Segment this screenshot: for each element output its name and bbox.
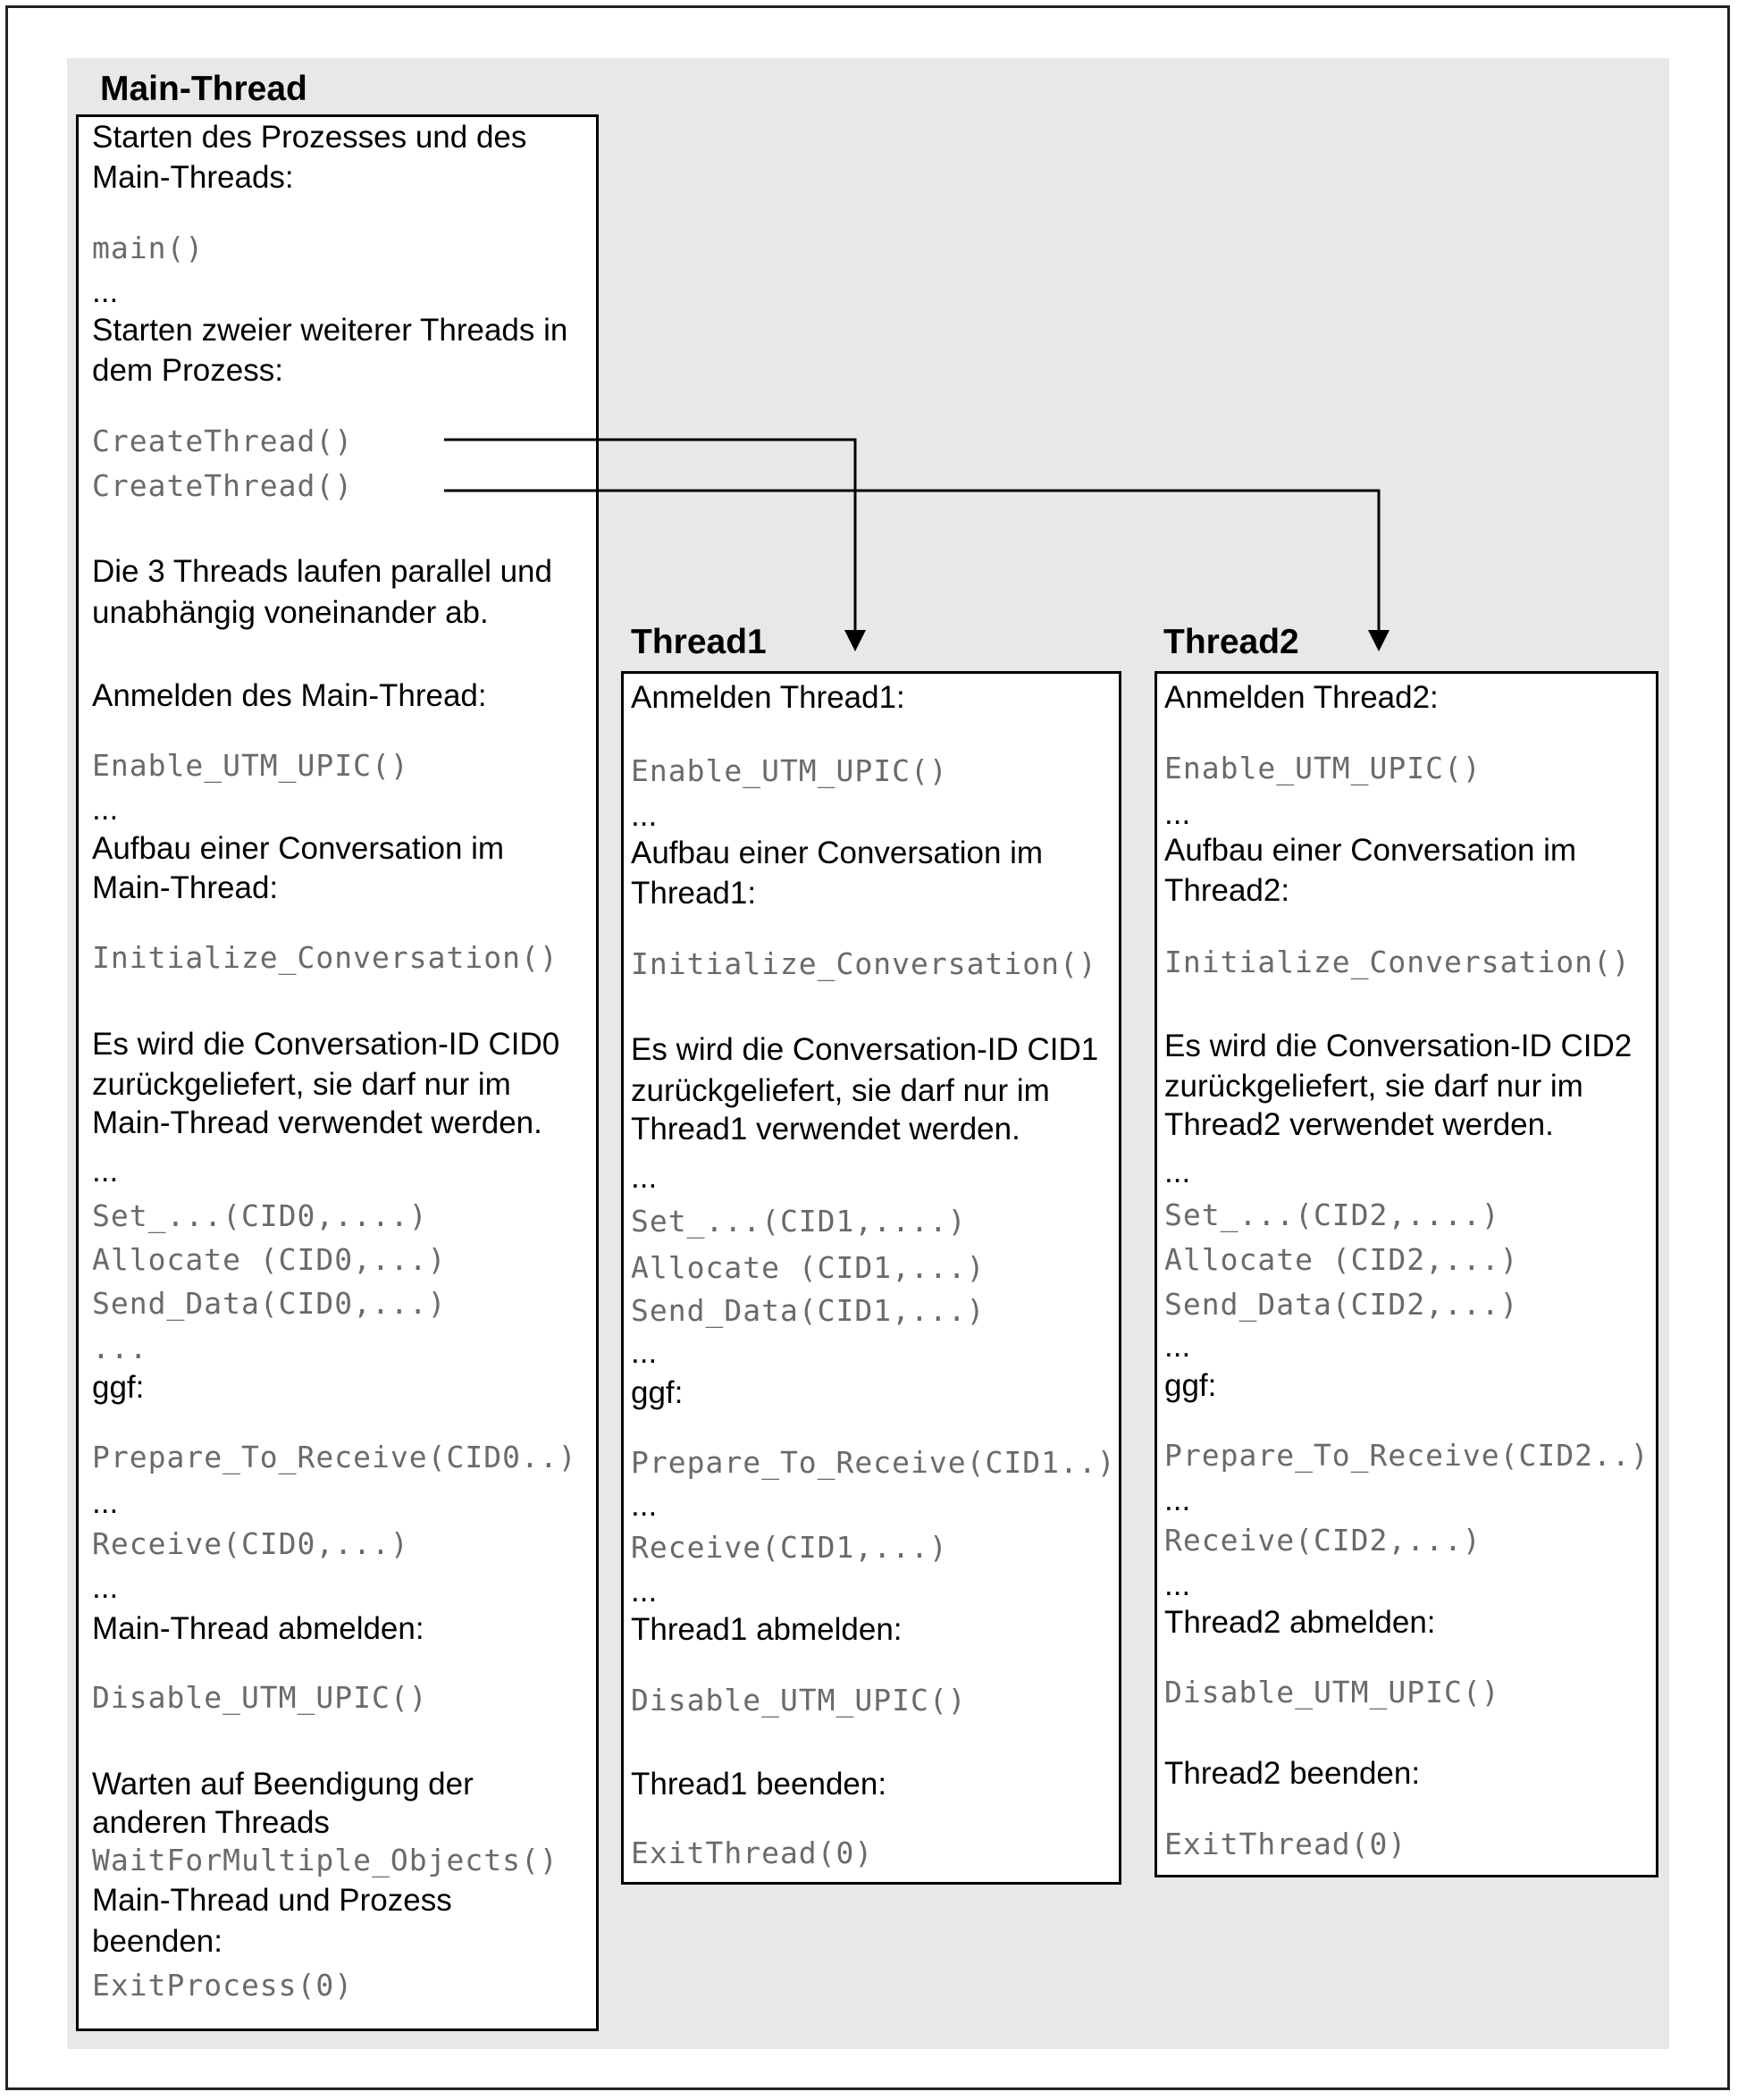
code-line: Disable_UTM_UPIC() <box>631 1683 967 1718</box>
code-line: Initialize_Conversation() <box>92 940 558 975</box>
text-line: ... <box>1164 1329 1191 1364</box>
text-line: ... <box>631 1160 658 1195</box>
text-line: ggf: <box>92 1370 145 1405</box>
text-line: Aufbau einer Conversation im <box>631 836 1044 870</box>
connector-to-thread1 <box>444 438 857 630</box>
text-line: Starten des Prozesses und des <box>92 120 527 155</box>
code-line: ... <box>92 1331 148 1365</box>
thread2-title: Thread2 <box>1163 623 1299 661</box>
text-line: Thread1 beenden: <box>631 1767 887 1802</box>
code-line: Initialize_Conversation() <box>631 946 1097 981</box>
text-line: Thread2 verwendet werden. <box>1164 1107 1554 1142</box>
text-line: Thread2 abmelden: <box>1164 1605 1436 1640</box>
code-line: Enable_UTM_UPIC() <box>92 748 409 783</box>
text-line: ... <box>631 1574 658 1609</box>
code-line: Enable_UTM_UPIC() <box>1164 751 1482 785</box>
code-line: Receive(CID1,...) <box>631 1530 948 1565</box>
text-line: beenden: <box>92 1924 222 1959</box>
arrowhead-thread2 <box>1368 630 1390 651</box>
code-line: Send_Data(CID1,...) <box>631 1293 986 1328</box>
text-line: zurückgeliefert, sie darf nur im <box>1164 1069 1583 1104</box>
code-line: CreateThread() <box>92 468 354 503</box>
code-line: ExitProcess(0) <box>92 1968 354 2003</box>
main-thread-box <box>76 114 599 2031</box>
main-thread-title: Main-Thread <box>100 70 307 108</box>
text-line: ggf: <box>631 1375 684 1410</box>
text-line: Thread1: <box>631 876 757 911</box>
text-line: Es wird die Conversation-ID CID2 <box>1164 1029 1633 1063</box>
outer-frame <box>5 5 1730 2090</box>
code-line: ExitThread(0) <box>1164 1827 1407 1861</box>
text-line: Main-Threads: <box>92 160 294 195</box>
text-line: Thread2: <box>1164 873 1290 908</box>
text-line: ... <box>631 1488 658 1523</box>
text-line: ... <box>631 1335 658 1370</box>
code-line: Allocate (CID2,...) <box>1164 1242 1519 1277</box>
text-line: Main-Thread verwendet werden. <box>92 1105 542 1140</box>
text-line: dem Prozess: <box>92 353 283 388</box>
text-line: zurückgeliefert, sie darf nur im <box>631 1073 1050 1108</box>
code-line: main() <box>92 231 205 265</box>
code-line: Allocate (CID0,...) <box>92 1242 447 1277</box>
text-line: Anmelden Thread1: <box>631 680 905 715</box>
text-line: ... <box>92 1570 119 1605</box>
text-line: anderen Threads <box>92 1805 330 1840</box>
text-line: zurückgeliefert, sie darf nur im <box>92 1067 511 1102</box>
arrowhead-thread1 <box>844 630 866 651</box>
text-line: Die 3 Threads laufen parallel und <box>92 554 552 589</box>
text-line: ... <box>631 798 658 833</box>
text-line: Thread1 verwendet werden. <box>631 1112 1020 1147</box>
connector-to-thread2 <box>444 489 1381 630</box>
text-line: unabhängig voneinander ab. <box>92 595 489 630</box>
text-line: Aufbau einer Conversation im <box>92 831 505 866</box>
code-line: Prepare_To_Receive(CID1..) <box>631 1445 1116 1480</box>
text-line: Thread2 beenden: <box>1164 1756 1421 1791</box>
code-line: Allocate (CID1,...) <box>631 1250 986 1285</box>
text-line: ... <box>1164 796 1191 831</box>
code-line: Disable_UTM_UPIC() <box>92 1680 428 1715</box>
thread1-title: Thread1 <box>631 623 767 661</box>
code-line: Receive(CID0,...) <box>92 1526 409 1561</box>
text-line: Anmelden Thread2: <box>1164 680 1439 715</box>
code-line: Set_...(CID0,....) <box>92 1198 428 1233</box>
text-line: Es wird die Conversation-ID CID1 <box>631 1032 1099 1067</box>
code-line: CreateThread() <box>92 424 354 458</box>
text-line: Anmelden des Main-Thread: <box>92 678 487 713</box>
code-line: Send_Data(CID2,...) <box>1164 1287 1519 1322</box>
text-line: ... <box>92 792 119 827</box>
thread1-box <box>621 671 1121 1885</box>
code-line: ExitThread(0) <box>631 1835 874 1870</box>
text-line: ggf: <box>1164 1368 1217 1403</box>
code-line: Disable_UTM_UPIC() <box>1164 1675 1500 1709</box>
text-line: ... <box>92 1485 119 1520</box>
code-line: Receive(CID2,...) <box>1164 1523 1482 1558</box>
text-line: Warten auf Beendigung der <box>92 1767 474 1802</box>
code-line: Send_Data(CID0,...) <box>92 1286 447 1321</box>
text-line: Es wird die Conversation-ID CID0 <box>92 1027 560 1062</box>
text-line: Starten zweier weiterer Threads in <box>92 313 568 348</box>
text-line: ... <box>92 274 119 309</box>
text-line: Main-Thread und Prozess <box>92 1883 452 1918</box>
text-line: ... <box>1164 1483 1191 1517</box>
code-line: Set_...(CID1,....) <box>631 1204 967 1239</box>
text-line: ... <box>1164 1567 1191 1602</box>
text-line: Thread1 abmelden: <box>631 1612 903 1647</box>
code-line: Enable_UTM_UPIC() <box>631 753 948 788</box>
code-line: Initialize_Conversation() <box>1164 945 1631 979</box>
code-line: Set_...(CID2,....) <box>1164 1197 1500 1232</box>
text-line: ... <box>1164 1155 1191 1189</box>
thread2-box <box>1154 671 1658 1877</box>
text-line: Aufbau einer Conversation im <box>1164 833 1577 868</box>
text-line: Main-Thread: <box>92 870 279 905</box>
code-line: Prepare_To_Receive(CID2..) <box>1164 1438 1650 1473</box>
code-line: Prepare_To_Receive(CID0..) <box>92 1440 577 1474</box>
text-line: Main-Thread abmelden: <box>92 1611 424 1646</box>
text-line: ... <box>92 1154 119 1189</box>
code-line: WaitForMultiple_Objects() <box>92 1843 558 1877</box>
